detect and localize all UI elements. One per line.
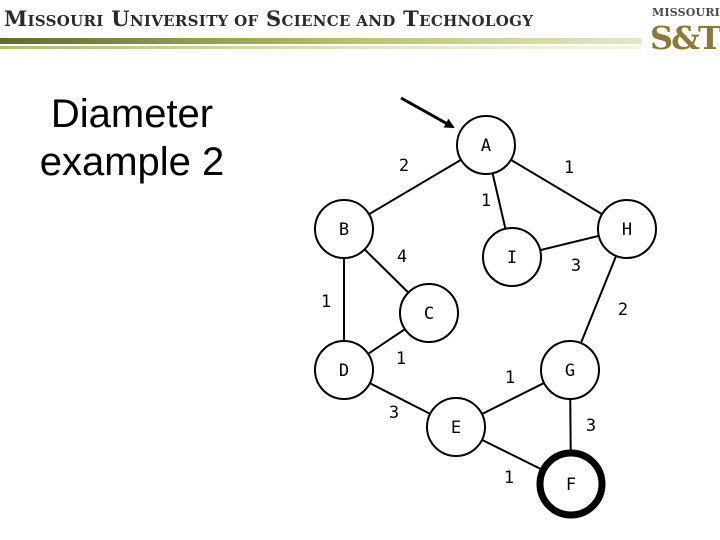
header-rule — [0, 38, 642, 44]
node-circle — [426, 397, 486, 457]
start-arrow — [400, 96, 455, 129]
node-label: A — [481, 136, 491, 156]
node-label: E — [451, 418, 461, 438]
node-label: G — [565, 361, 575, 381]
edge-weight-label: 1 — [396, 349, 406, 369]
node-label: D — [339, 361, 349, 381]
node-circle — [399, 283, 459, 343]
node-circle — [314, 199, 374, 259]
node-circle — [456, 115, 516, 175]
logo-mark: S&T — [650, 19, 720, 57]
node-circle — [540, 340, 600, 400]
slide-title: Diameter example 2 — [22, 90, 242, 186]
logo-word: MISSOURI — [652, 6, 720, 19]
node-circle — [536, 449, 606, 519]
edge-weight-label: 3 — [571, 256, 581, 276]
node-circle — [482, 227, 542, 287]
node-label: B — [339, 220, 349, 240]
node-h: H — [597, 199, 657, 259]
node-d: D — [314, 340, 374, 400]
node-label: I — [507, 248, 517, 268]
node-f: F — [536, 449, 606, 519]
node-i: I — [482, 227, 542, 287]
header-rule-thin — [0, 46, 642, 49]
node-circle — [597, 199, 657, 259]
edge-weight-label: 4 — [397, 247, 407, 267]
node-label: C — [424, 304, 434, 324]
slide-title-line-2: example 2 — [39, 140, 225, 184]
edge-weight-label: 2 — [618, 300, 628, 320]
university-title: MISSOURI UNIVERSITY OF SCIENCE AND TECHN… — [4, 6, 604, 38]
node-a: A — [456, 115, 516, 175]
edge-weight-label: 2 — [399, 156, 409, 176]
node-label: H — [622, 220, 632, 240]
node-label: F — [566, 475, 576, 495]
edge-weight-label: 1 — [481, 191, 491, 211]
edge-weight-label: 3 — [389, 403, 399, 423]
node-e: E — [426, 397, 486, 457]
edge-weight-label: 1 — [505, 368, 515, 388]
university-logo: MISSOURI S&T — [648, 4, 720, 64]
node-b: B — [314, 199, 374, 259]
edge-weight-label: 1 — [504, 468, 514, 488]
title-part: UNIVERSITY OF — [103, 6, 259, 31]
title-part: TECHNOLOGY — [395, 6, 534, 31]
node-circle — [314, 340, 374, 400]
edge-weight-label: 1 — [321, 292, 331, 312]
edge-weight-label: 1 — [564, 158, 574, 178]
node-c: C — [399, 283, 459, 343]
slide-title-line-1: Diameter — [50, 92, 214, 136]
node-g: G — [540, 340, 600, 400]
title-part: MISSOURI — [4, 6, 104, 31]
edge-weight-label: 3 — [586, 416, 596, 436]
title-part: SCIENCE AND — [258, 6, 396, 31]
